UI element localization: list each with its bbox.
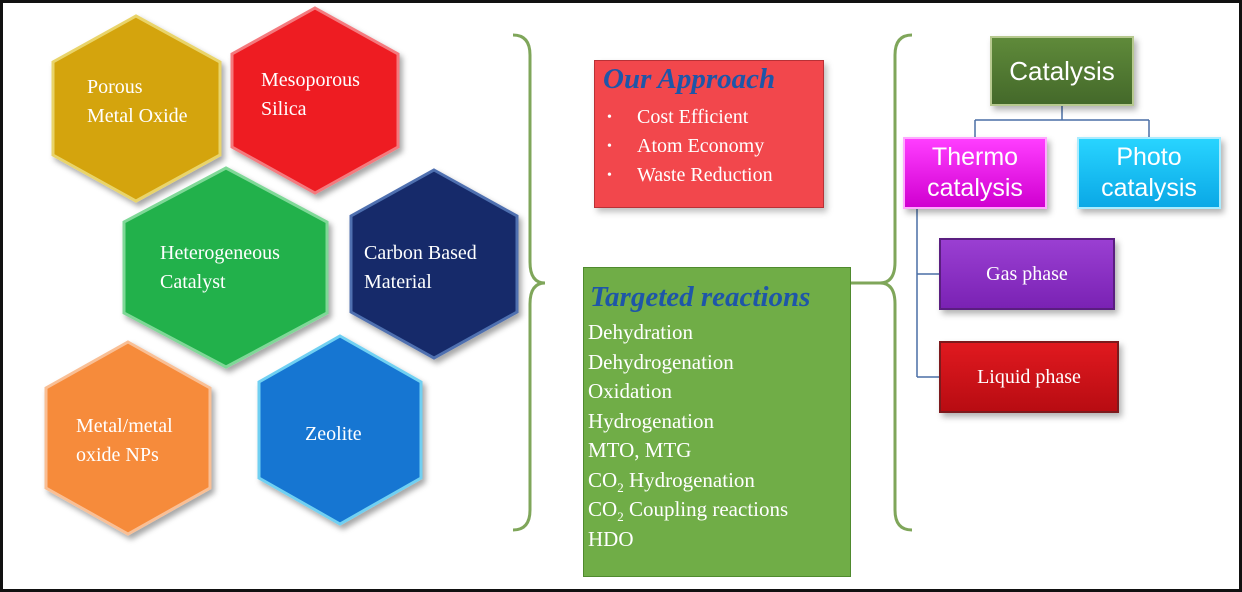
list-item: Dehydrogenation <box>588 349 734 374</box>
hex-shape <box>44 340 212 536</box>
list-item: • Waste Reduction <box>607 161 773 190</box>
approach-item-atom: Atom Economy <box>637 135 765 157</box>
hexagon-metal-oxide-nps: Metal/metal oxide NPs <box>44 340 212 536</box>
photo-catalysis-box: Photo catalysis <box>1077 137 1221 209</box>
hex-zeolite-label: Zeolite <box>305 423 362 445</box>
hex-porous-label-2: Metal Oxide <box>87 105 188 127</box>
hexagon-heterogeneous-catalyst: Heterogeneous Catalyst <box>122 166 329 369</box>
thermo-catalysis-box: Thermo catalysis <box>903 137 1047 209</box>
hex-hetero-label-1: Heterogeneous <box>160 242 280 264</box>
list-item: • Cost Efficient <box>607 103 773 132</box>
hex-hetero-label-2: Catalyst <box>160 271 226 293</box>
co2-base: CO <box>588 467 618 492</box>
hexagon-zeolite: Zeolite <box>257 334 423 526</box>
hexagon-mesoporous-silica: Mesoporous Silica <box>230 6 400 195</box>
catalysis-box: Catalysis <box>990 36 1134 106</box>
list-item: CO2 Coupling reactions <box>588 495 788 525</box>
photo-catalysis-label: Photo catalysis <box>1101 143 1197 202</box>
hex-carbon-label-1: Carbon Based <box>364 242 477 264</box>
co2-hydrogenation-text: Hydrogenation <box>623 467 755 492</box>
gas-phase-label: Gas phase <box>986 262 1068 285</box>
our-approach-box: Our Approach • Cost Efficient • Atom Econo… <box>594 60 824 208</box>
hex-metal-label-1: Metal/metal <box>76 415 173 437</box>
brace-left <box>512 33 546 532</box>
hex-meso-label-2: Silica <box>261 98 307 120</box>
hex-shape <box>122 166 329 369</box>
our-approach-title: Our Approach <box>603 63 776 95</box>
targeted-reactions-box: Targeted reactions Dehydration Dehydroge… <box>583 267 851 577</box>
list-item: CO2 Hydrogenation <box>588 466 788 496</box>
liquid-phase-box: Liquid phase <box>939 341 1119 413</box>
catalysis-label: Catalysis <box>1009 55 1115 86</box>
hex-meso-label-1: Mesoporous <box>261 69 360 91</box>
bullet-glyph: • <box>607 139 612 154</box>
hexagon-porous-metal-oxide: Porous Metal Oxide <box>51 14 222 203</box>
list-item: HDO <box>588 526 634 551</box>
hex-shape <box>349 168 519 360</box>
list-item: MTO, MTG <box>588 438 692 462</box>
bullet-glyph: • <box>607 168 612 183</box>
hex-porous-label-1: Porous <box>87 76 143 98</box>
list-item: Oxidation <box>588 379 672 403</box>
bullet-glyph: • <box>607 110 612 125</box>
co2-coupling-text: Coupling reactions <box>623 497 789 521</box>
thermo-catalysis-label: Thermo catalysis <box>927 143 1023 202</box>
hex-shape <box>230 6 400 195</box>
approach-item-waste: Waste Reduction <box>637 164 773 186</box>
gas-phase-box: Gas phase <box>939 238 1115 310</box>
tree-connectors <box>916 106 1150 378</box>
list-item: • Atom Economy <box>607 132 773 161</box>
hex-shape <box>51 14 222 203</box>
co2-sub: 2 <box>617 509 624 525</box>
brace-right <box>879 33 913 532</box>
hex-carbon-label-2: Material <box>364 271 432 293</box>
co2-base: CO <box>588 497 618 521</box>
targeted-reactions-title: Targeted reactions <box>590 281 811 313</box>
hex-shape <box>257 334 423 526</box>
approach-list: • Cost Efficient • Atom Economy • Waste Red… <box>607 103 773 190</box>
list-item: Dehydration <box>588 320 693 344</box>
list-item: Hydrogenation <box>588 408 714 433</box>
liquid-phase-label: Liquid phase <box>977 365 1081 388</box>
reactions-list: Dehydration Dehydrogenation Oxidation Hy… <box>588 318 788 554</box>
co2-sub: 2 <box>617 479 624 495</box>
hex-metal-label-2: oxide NPs <box>76 444 159 466</box>
approach-item-cost: Cost Efficient <box>637 106 749 128</box>
hexagon-carbon-based-material: Carbon Based Material <box>349 168 519 360</box>
